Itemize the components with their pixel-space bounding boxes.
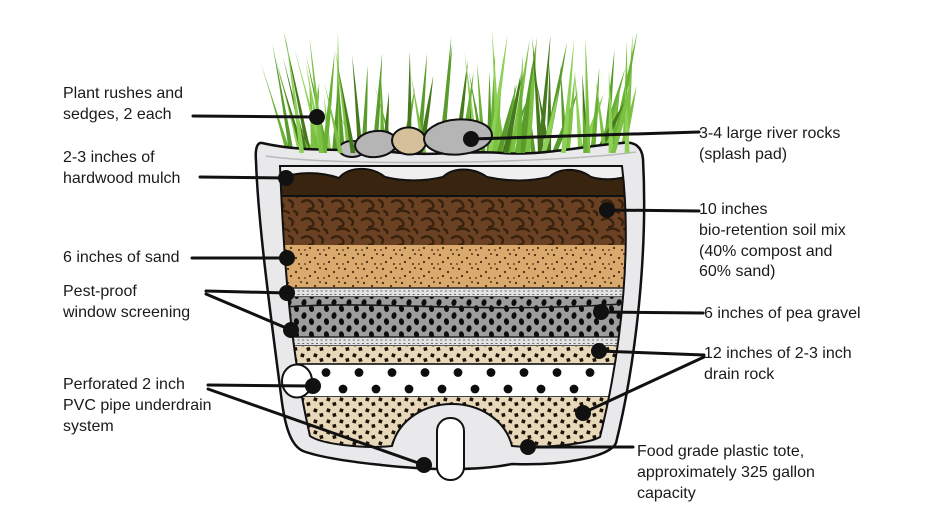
label-drain-rock: 12 inches of 2-3 inch drain rock [704,345,852,383]
layer-screening-bottom [280,336,626,347]
layer-sand [280,245,626,288]
callout-dots [278,109,615,473]
grass-back [260,30,638,154]
layer-soil-mix [280,192,626,246]
layer-stack [280,166,626,447]
label-pea-gravel: 6 inches of pea gravel [704,305,861,322]
gravel-seam-line [284,303,623,309]
label-plastic-tote: Food grade plastic tote, approximately 3… [637,443,815,502]
label-sand: 6 inches of sand [63,249,180,266]
label-river-rocks: 3-4 large river rocks (splash pad) [699,125,841,163]
layer-screening-top [280,287,626,298]
pipe-perforations [305,368,595,394]
label-hardwood-mulch: 2-3 inches of hardwood mulch [63,149,181,187]
callout-lines [190,114,706,467]
layer-mulch [280,167,626,197]
label-soil-mix: 10 inches bio-retention soil mix (40% co… [699,201,846,281]
layer-drain-rock-upper [280,346,626,364]
layer-pea-gravel [280,297,626,337]
label-plant-rushes: Plant rushes and sedges, 2 each [63,85,184,123]
label-underdrain: Perforated 2 inch PVC pipe underdrain sy… [63,376,212,435]
label-screening: Pest-proof window screening [63,283,191,321]
outlet-pipe [436,417,465,481]
rim-inner-line [265,151,637,164]
